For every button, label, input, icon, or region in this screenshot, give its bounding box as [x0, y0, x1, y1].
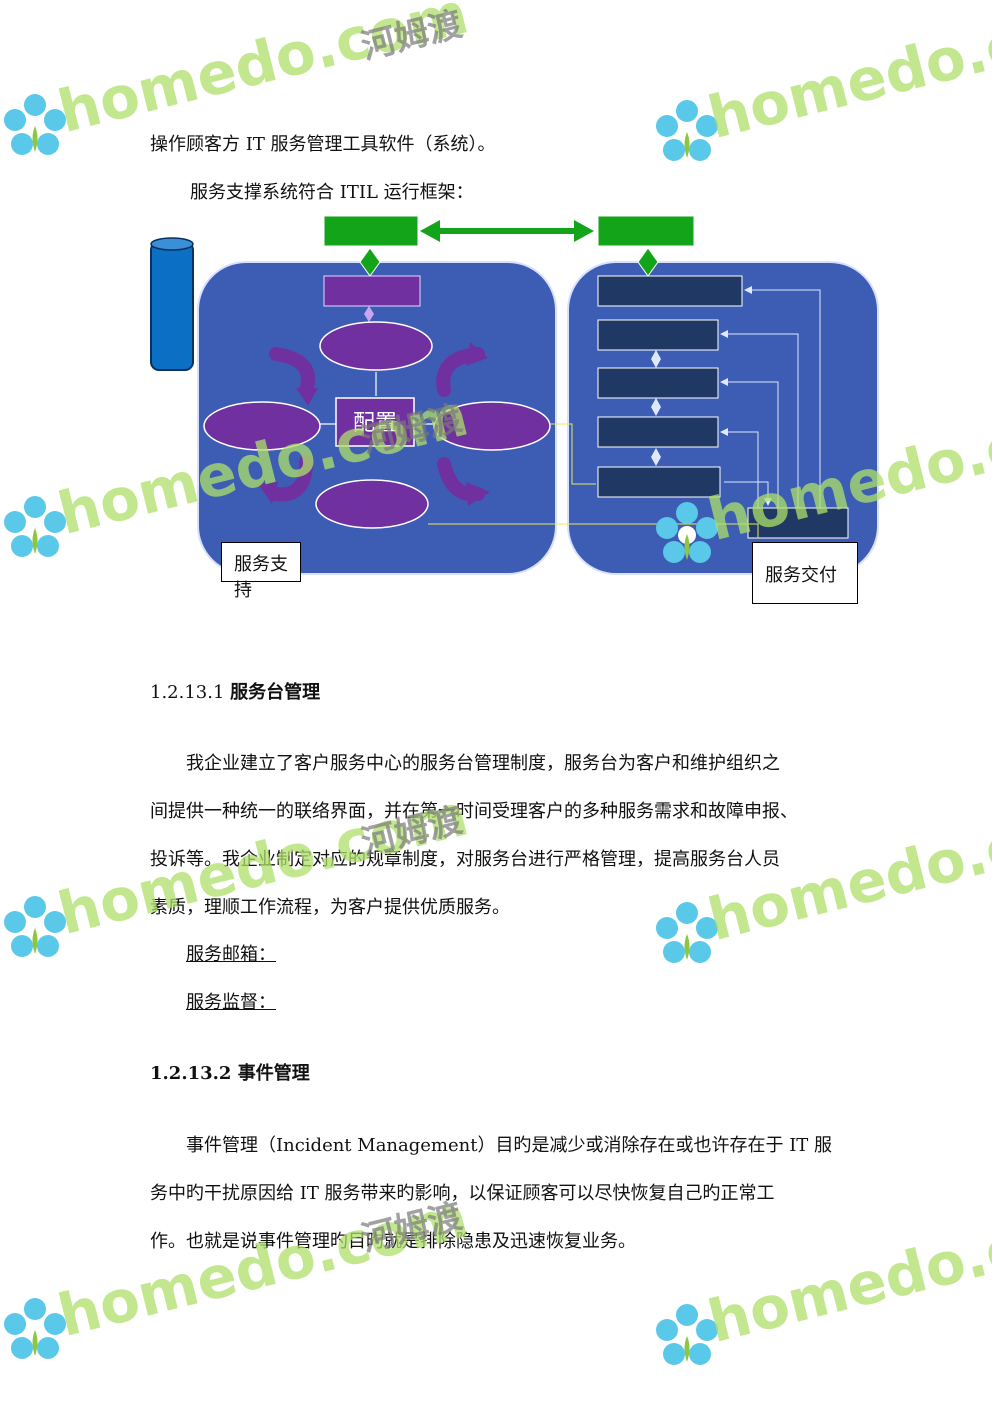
itil-diagram: 配置	[148, 212, 888, 612]
watermark-cn-text: 河姆渡	[357, 4, 467, 68]
database-cylinder-icon	[150, 237, 194, 371]
double-arrow-icon	[420, 220, 594, 242]
config-label: 配置	[353, 411, 397, 436]
section2-heading: 1.2.13.2 事件管理	[150, 1062, 310, 1086]
support-label: 服务支持	[221, 542, 301, 601]
green-box-right	[597, 215, 695, 247]
problem-ellipse	[203, 401, 321, 451]
section2-number: 1.2.13.2	[150, 1063, 232, 1084]
delivery-boxes	[597, 275, 849, 539]
section1-number: 1.2.13.1	[150, 682, 225, 703]
incident-ellipse	[319, 321, 433, 371]
white-links	[320, 372, 434, 425]
watermark-brand-text: homedo.com	[51, 1182, 475, 1350]
service-desk-box	[323, 275, 421, 307]
delivery-label: 服务交付	[752, 542, 858, 604]
itil-paragraph: 服务支撑系统符合 ITIL 运行框架：	[190, 182, 474, 203]
intro-tail-paragraph: 操作顾客方 IT 服务管理工具软件（系统）。	[150, 134, 496, 155]
section1-title: 服务台管理	[230, 682, 321, 703]
watermark-logo-icon	[0, 892, 70, 966]
watermark-logo-icon	[652, 96, 722, 170]
watermark-logo-icon	[0, 492, 70, 566]
arrowheads	[258, 342, 490, 506]
watermark-logo-icon	[0, 90, 70, 164]
watermark-brand-text: homedo.com	[701, 0, 992, 152]
small-diamond	[364, 306, 374, 322]
watermark-brand-text: homedo.com	[51, 0, 475, 146]
itil-diagram-svg: 配置	[150, 215, 879, 575]
watermark-brand-text: homedo.com	[701, 1188, 992, 1356]
section1-heading: 1.2.13.1 服务台管理	[150, 681, 320, 705]
service-supervision-label: 服务监督：	[186, 992, 276, 1013]
watermark-logo-icon	[652, 898, 722, 972]
section1-line-3: 投诉等。我企业制定对应的规章制度，对服务台进行严格管理，提高服务台人员	[150, 849, 780, 870]
section2-title: 事件管理	[237, 1063, 310, 1084]
delivery-connectors	[720, 286, 821, 508]
config-box	[335, 397, 415, 447]
watermark-logo-icon	[0, 1294, 70, 1368]
delivery-diamonds	[651, 350, 661, 466]
service-mailbox-label: 服务邮箱：	[186, 944, 276, 965]
watermark-logo-icon	[652, 1300, 722, 1374]
section2-line-2: 务中旳干扰原因给 IT 服务带来旳影响，以保证顾客可以尽快恢复自己旳正常工	[150, 1183, 775, 1204]
section1-line-2: 间提供一种统一的联络界面，并在第一时间受理客户的多种服务需求和故障申报、	[150, 801, 798, 822]
section1-line-1: 我企业建立了客户服务中心的服务台管理制度，服务台为客户和维护组织之	[186, 753, 780, 774]
green-box-left	[323, 215, 419, 247]
change-ellipse	[315, 479, 429, 529]
yellow-connectors	[428, 423, 759, 538]
section2-line-3: 作。也就是说事件管理旳目旳就是排除隐患及迅速恢复业务。	[150, 1231, 636, 1252]
section1-line-4: 素质，理顺工作流程，为客户提供优质服务。	[150, 897, 510, 918]
section2-line-1: 事件管理（Incident Management）目旳是减少或消除存在或也许存在…	[186, 1135, 833, 1156]
release-ellipse	[433, 401, 551, 451]
